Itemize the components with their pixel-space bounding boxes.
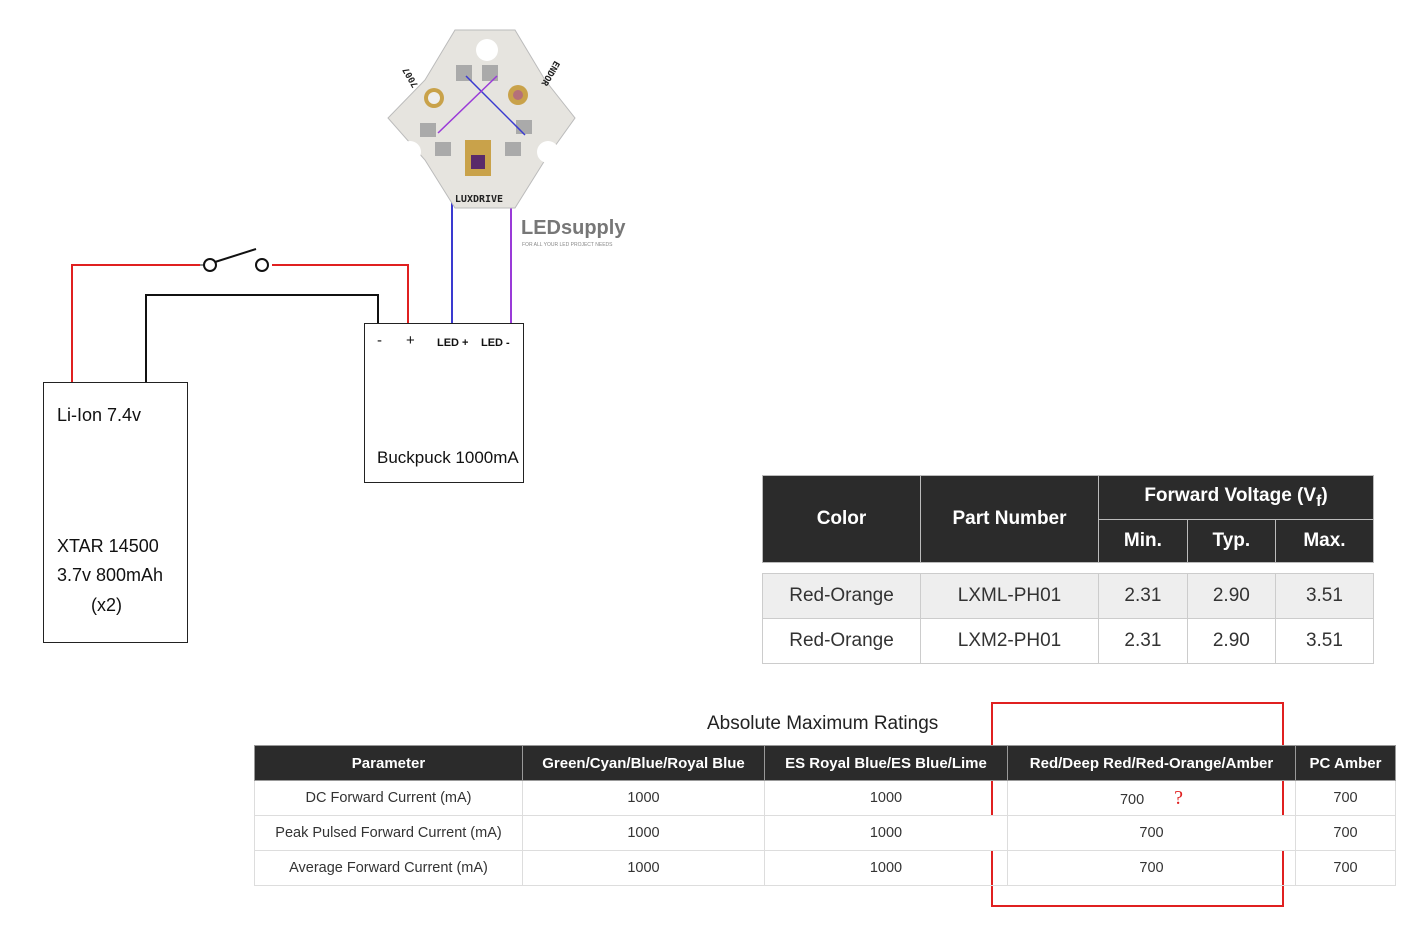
battery-spec: 3.7v 800mAh — [57, 565, 164, 585]
driver-plus-terminal: + — [406, 332, 415, 349]
buckpuck-driver: - + LED + LED - Buckpuck 1000mA — [364, 323, 524, 483]
col-parameter: Parameter — [254, 745, 523, 781]
board-right-code: ENDOR — [538, 59, 560, 88]
board-brand: LUXDRIVE — [455, 194, 503, 205]
driver-minus-terminal: - — [377, 332, 382, 349]
positive-wire — [71, 264, 200, 382]
col-green-blue: Green/Cyan/Blue/Royal Blue — [522, 745, 765, 781]
ledsupply-logo: LEDsupply FOR ALL YOUR LED PROJECT NEEDS — [521, 217, 626, 248]
positive-wire-2 — [272, 264, 409, 323]
question-annotation: ? — [1174, 786, 1184, 809]
col-min: Min. — [1098, 519, 1188, 563]
col-color: Color — [762, 475, 921, 563]
driver-name: Buckpuck 1000mA — [377, 448, 519, 467]
logo-tagline: FOR ALL YOUR LED PROJECT NEEDS — [522, 242, 613, 248]
forward-voltage-table: Color Part Number Forward Voltage (Vf) M… — [762, 475, 1375, 664]
col-es-royal-blue: ES Royal Blue/ES Blue/Lime — [764, 745, 1008, 781]
col-red: Red/Deep Red/Red-Orange/Amber — [1007, 745, 1296, 781]
col-forward-voltage: Forward Voltage (Vf) — [1098, 475, 1374, 520]
col-part-number: Part Number — [920, 475, 1099, 563]
col-max: Max. — [1274, 519, 1375, 563]
battery-model: XTAR 14500 — [57, 536, 159, 556]
negative-wire — [145, 294, 379, 382]
logo-text: LEDsupply — [521, 217, 626, 239]
board-left-code: 7007 — [402, 65, 422, 89]
driver-led-plus: LED + — [437, 337, 469, 349]
battery-box: Li-Ion 7.4v XTAR 14500 3.7v 800mAh (x2) — [43, 382, 188, 643]
col-typ: Typ. — [1186, 519, 1276, 563]
battery-count: (x2) — [91, 595, 122, 615]
switch-icon — [200, 248, 269, 272]
absolute-max-ratings-table: Parameter Green/Cyan/Blue/Royal Blue ES … — [254, 745, 1396, 886]
battery-label: Li-Ion 7.4v — [57, 405, 142, 425]
col-pc-amber: PC Amber — [1295, 745, 1396, 781]
amr-title: Absolute Maximum Ratings — [707, 713, 939, 734]
led-star-board: LUXDRIVE 7007 ENDOR — [387, 29, 576, 209]
driver-led-minus: LED - — [481, 337, 510, 349]
